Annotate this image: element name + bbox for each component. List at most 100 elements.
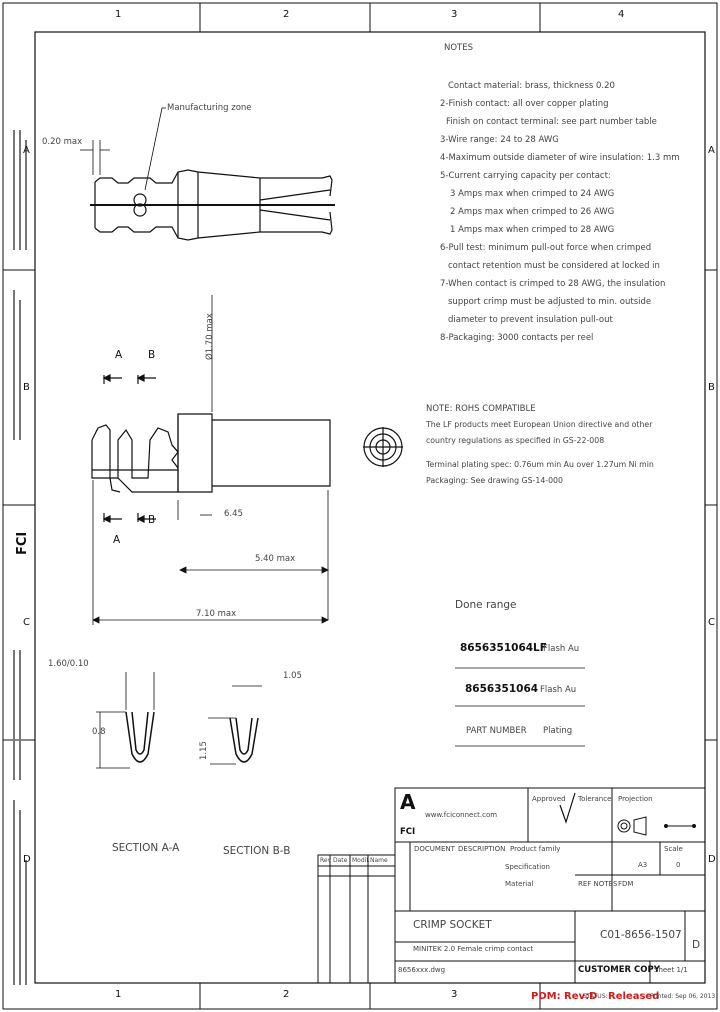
projection-label: Projection (618, 795, 653, 803)
sheet-value: 0 (676, 861, 681, 869)
section-mark-a-bottom: A (113, 534, 121, 546)
zone-row-a-right: A (708, 145, 715, 156)
plating-2: Flash Au (540, 685, 577, 695)
document-label: DOCUMENT (414, 845, 455, 853)
section-b-width-label: 1.05 (283, 671, 302, 681)
zone-col-3-bottom: 3 (451, 989, 458, 1000)
zone-row-a-left: A (23, 145, 30, 156)
zone-row-c-right: C (708, 617, 715, 628)
note-line: 3-Wire range: 24 to 28 AWG (440, 135, 559, 145)
title-block-grid (317, 787, 706, 984)
note-line: 1 Amps max when crimped to 28 AWG (450, 225, 615, 235)
note-line: 7-When contact is crimped to 28 AWG, the… (440, 279, 666, 289)
approved-check-icon (559, 792, 576, 824)
note-line: 5-Current carrying capacity per contact: (440, 171, 611, 181)
part-table-title: Done range (455, 599, 517, 611)
rohs-line: country regulations as specified in GS-2… (426, 436, 605, 445)
note-line: 8-Packaging: 3000 contacts per reel (440, 333, 594, 343)
col-part-number: PART NUMBER (466, 726, 527, 736)
section-mark-a-top: A (115, 349, 123, 361)
zone-row-b-left: B (23, 382, 30, 393)
manufacturing-zone-label: Manufacturing zone (167, 103, 252, 113)
zone-col-1-top: 1 (115, 9, 122, 20)
section-a-width-label: 1.60/0.10 (48, 659, 89, 669)
note-line: Finish on contact terminal: see part num… (446, 117, 657, 127)
printed-date: Printed: Sep 06, 2013 (650, 993, 716, 1000)
specification-label: Specification (505, 863, 550, 871)
zone-row-b-right: B (708, 382, 715, 393)
rev-letter: D (692, 939, 701, 951)
approved-label: Approved (532, 795, 566, 803)
side-margin-text-blocks (13, 130, 27, 985)
note-line: contact retention must be considered at … (448, 261, 660, 271)
rohs-line: The LF products meet European Union dire… (426, 420, 653, 429)
description-label: DESCRIPTION (458, 845, 506, 853)
status-prefix: STATUS: (583, 993, 608, 1000)
drawing-number: C01-8656-1507 (600, 929, 682, 941)
section-b-shape (208, 685, 262, 765)
col-plating: Plating (543, 726, 573, 736)
zone-row-d-left: D (23, 854, 31, 865)
note-line: 2 Amps max when crimped to 26 AWG (450, 207, 615, 217)
note-line: Contact material: brass, thickness 0.20 (448, 81, 615, 91)
zone-row-c-left: C (23, 617, 30, 628)
customer-copy: CUSTOMER COPY (578, 965, 660, 975)
contact-end-view (363, 427, 403, 467)
length-inner-label: 5.40 max (255, 554, 296, 564)
part-number-1: 8656351064LF (460, 642, 547, 654)
rev-header-name: Name (370, 857, 388, 864)
note-line: support crimp must be adjusted to min. o… (448, 297, 652, 307)
section-b-height-label: 1.15 (199, 741, 209, 760)
rev-header-modif: Modif. (352, 857, 370, 864)
insulation-max-label: 0.20 max (42, 137, 83, 147)
zone-col-2-top: 2 (283, 9, 290, 20)
section-b-label: SECTION B-B (223, 845, 291, 857)
contact-side-view (91, 413, 331, 493)
length-total-label: 7.10 max (196, 609, 237, 619)
rohs-title: NOTE: ROHS COMPATIBLE (426, 404, 536, 414)
part-number-2: 8656351064 (465, 683, 539, 695)
fdm-label: FDM (618, 880, 634, 888)
side-fci-logo: FCI (15, 531, 30, 555)
zone-row-d-right: D (708, 854, 716, 865)
zone-col-3-top: 3 (451, 9, 458, 20)
filename: 8656xxx.dwg (398, 966, 446, 974)
format-value: A3 (638, 861, 648, 869)
subtitle: MINITEK 2.0 Female crimp contact (413, 945, 534, 953)
notes-header: NOTES (444, 43, 474, 53)
rev-header-date: Date (333, 857, 348, 864)
note-line: diameter to prevent insulation pull-out (448, 315, 613, 325)
note-line: 6-Pull test: minimum pull-out force when… (440, 243, 652, 253)
zone-col-4-top: 4 (618, 9, 625, 20)
website: www.fciconnect.com (425, 811, 498, 819)
tolerance-label: Tolerance (578, 795, 612, 803)
note-line: 2-Finish contact: all over copper platin… (440, 99, 609, 109)
sheet-label: Sheet 1/1 (654, 966, 688, 974)
rohs-line: Terminal plating spec: 0.76um min Au ove… (426, 460, 654, 469)
section-mark-b-top: B (148, 349, 156, 361)
diameter-label: Ø1.70 max (205, 313, 215, 360)
section-mark-b-bottom: B (148, 514, 156, 526)
scale-label: Scale (664, 845, 683, 853)
pdm-rev: PDM: Rev:D (531, 991, 598, 1002)
zone-col-2-bottom: 2 (283, 989, 290, 1000)
product-family-label: Product family (510, 845, 561, 853)
note-line: 3 Amps max when crimped to 24 AWG (450, 189, 615, 199)
section-a-height-label: 0.8 (92, 727, 106, 737)
note-line: 4-Maximum outside diameter of wire insul… (440, 153, 680, 163)
rohs-line: Packaging: See drawing GS-14-000 (426, 476, 563, 485)
material-label: Material (505, 880, 534, 888)
section-a-shape (96, 672, 155, 769)
pitch-label: 6.45 (224, 509, 243, 519)
fci-logo-sub: FCI (400, 827, 416, 837)
status-released: Released (608, 991, 660, 1002)
fci-logo: A (400, 790, 416, 814)
contact-top-view (90, 169, 335, 241)
rev-header-rev: Rev (320, 857, 332, 864)
zone-col-1-bottom: 1 (115, 989, 122, 1000)
projection-symbol-icon (617, 816, 696, 836)
ref-notes-label: REF NOTES (578, 880, 618, 888)
title: CRIMP SOCKET (413, 919, 492, 931)
